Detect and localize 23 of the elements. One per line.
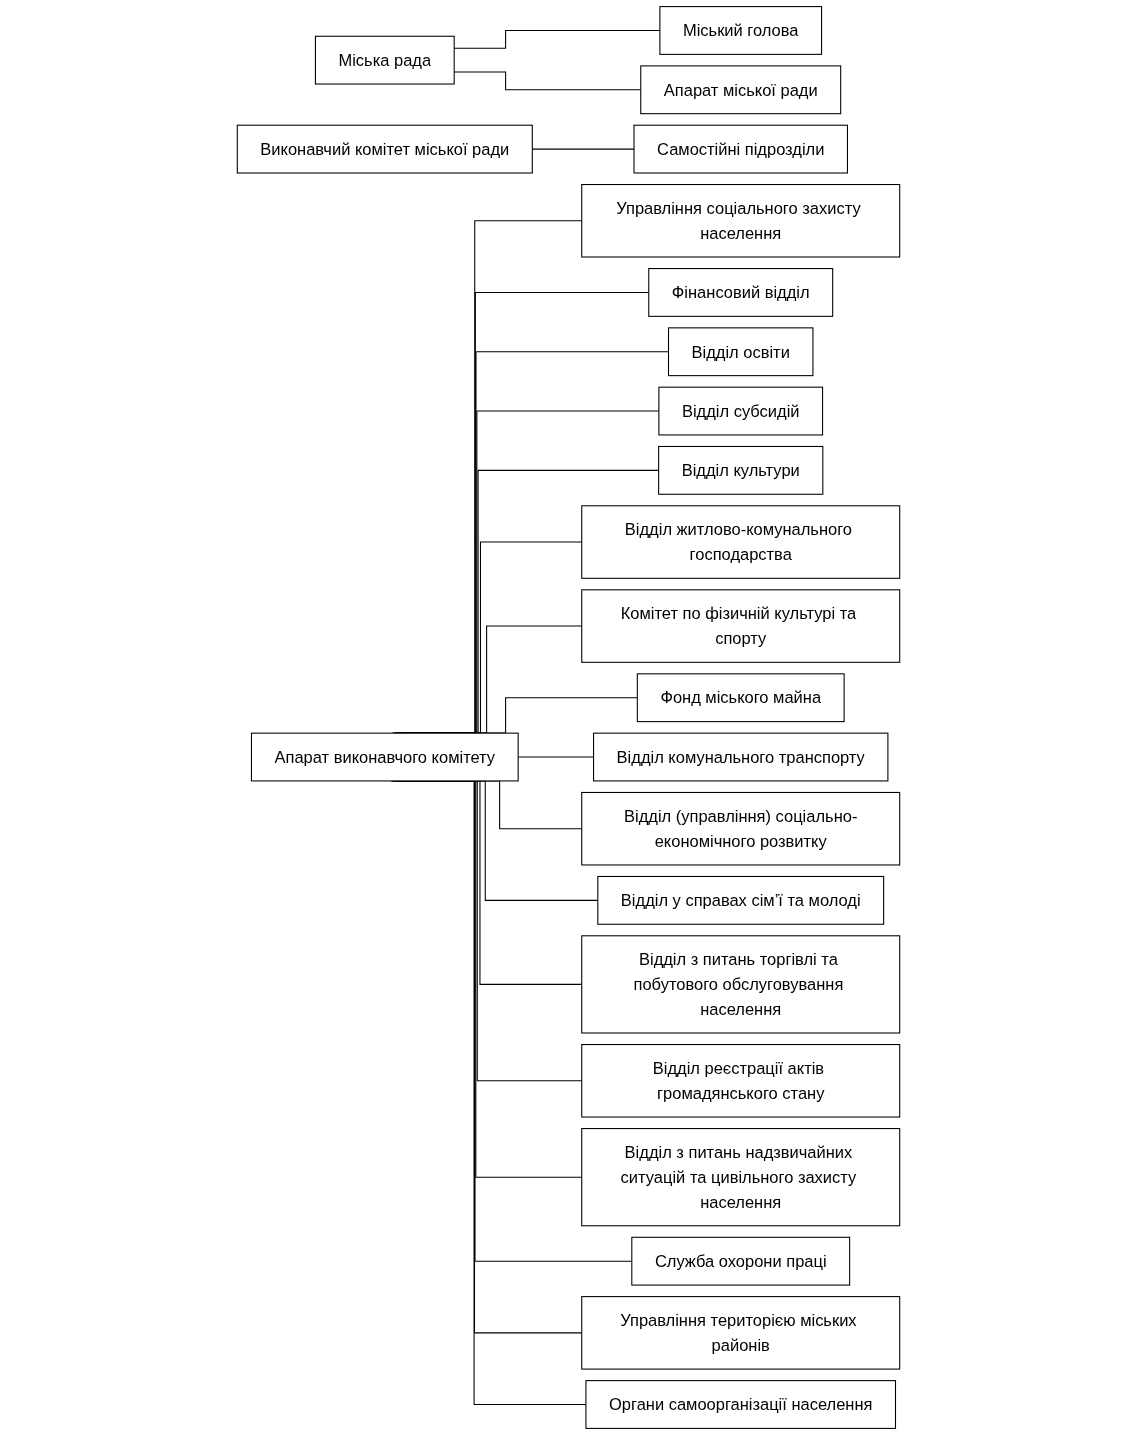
node-box: Відділ комунального транспорту bbox=[593, 732, 889, 782]
node-box: Управління територією міських районів bbox=[581, 1296, 901, 1370]
node-box: Відділ освіти bbox=[667, 327, 814, 377]
node-box: Апарат міської ради bbox=[640, 65, 842, 115]
node-box: Управління соціального захисту населення bbox=[581, 184, 901, 258]
node-box: Апарат виконавчого комітету bbox=[250, 732, 519, 782]
node-box: Служба охорони праці bbox=[631, 1236, 851, 1286]
node-box: Відділ субсидій bbox=[658, 386, 824, 436]
node-box: Міська рада bbox=[314, 35, 455, 85]
node-box: Відділ житлово-комунального господарства bbox=[581, 505, 901, 579]
node-box: Органи самоорганізації населення bbox=[585, 1380, 897, 1429]
node-box: Відділ з питань надзвичайних ситуацій та цивільного захисту населення bbox=[581, 1128, 901, 1227]
node-box: Відділ у справах сім’ї та молоді bbox=[597, 875, 885, 925]
node-box: Фонд міського майна bbox=[636, 673, 845, 723]
node-box: Міський голова bbox=[659, 6, 823, 55]
node-box: Відділ реєстрації актів громадянського стану bbox=[581, 1044, 901, 1118]
node-box: Відділ (управління) соціально-економічного розвитку bbox=[581, 791, 901, 866]
node-box: Виконавчий комітет міської ради bbox=[236, 124, 533, 174]
node-box: Відділ з питань торгівлі та побутового обслуговування населення bbox=[581, 935, 901, 1034]
node-box: Самостійні підрозділи bbox=[633, 124, 848, 174]
node-box: Фінансовий відділ bbox=[648, 268, 834, 317]
node-box: Відділ культури bbox=[658, 445, 824, 495]
node-box: Комітет по фізичній культурі та спорту bbox=[581, 589, 901, 663]
